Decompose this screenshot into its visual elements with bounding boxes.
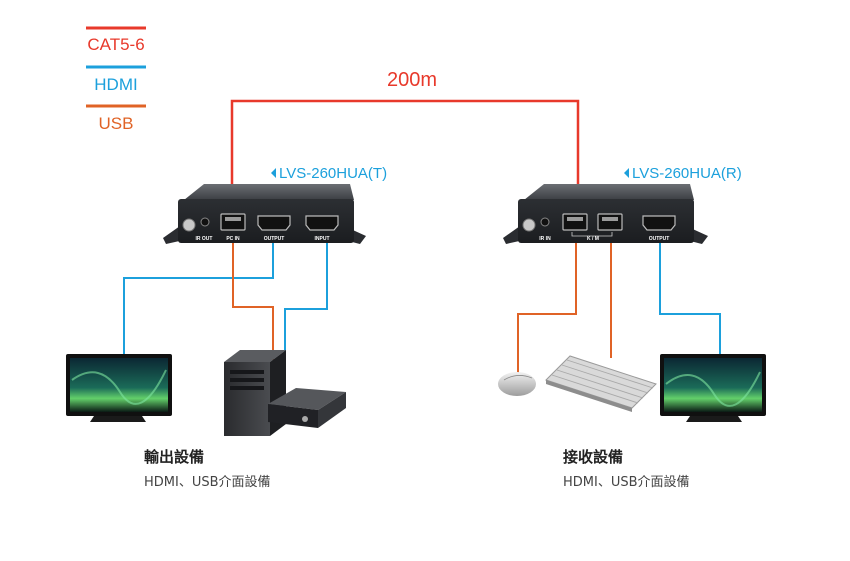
legend: CAT5-6 HDMI USB bbox=[86, 26, 146, 133]
transmitter-pointer-icon bbox=[271, 168, 276, 178]
distance-label: 200m bbox=[387, 69, 437, 91]
pc-tower-icon bbox=[224, 350, 286, 436]
receiver-pointer-icon bbox=[624, 168, 629, 178]
receiver-model-label: LVS-260HUA(R) bbox=[632, 165, 742, 182]
receiver-port-label-ir: IR IN bbox=[539, 236, 551, 242]
receiver-port-label-output: OUTPUT bbox=[649, 236, 670, 242]
tx-output-hdmi-cable bbox=[123, 238, 274, 357]
rx-group-title: 接收設備 bbox=[563, 448, 623, 466]
transmitter-ir-port-icon bbox=[200, 217, 210, 227]
tx-monitor-icon bbox=[66, 354, 172, 422]
tx-input-hdmi-cable bbox=[284, 238, 328, 384]
tx-group-subtitle: HDMI、USB介面設備 bbox=[144, 474, 271, 490]
receiver-port-label-km: K / M bbox=[587, 236, 599, 242]
transmitter-port-label-pc: PC IN bbox=[226, 236, 240, 242]
receiver-km-bracket bbox=[571, 232, 613, 237]
legend-hdmi-label: HDMI bbox=[94, 75, 137, 94]
receiver-usb-port-1-icon bbox=[562, 213, 588, 231]
cat-cable bbox=[230, 99, 580, 190]
transmitter-port-label-output: OUTPUT bbox=[264, 236, 285, 242]
legend-cat-label: CAT5-6 bbox=[87, 35, 144, 54]
receiver-ir-port-icon bbox=[540, 217, 550, 227]
transmitter-model-label: LVS-260HUA(T) bbox=[279, 165, 387, 182]
transmitter-device: LVS-260HUA(T) IR OUT PC IN OUTPUT INPUT bbox=[163, 165, 387, 244]
rx-mouse-usb-cable bbox=[517, 240, 577, 373]
receiver-device: LVS-260HUA(R) IR IN K / M OUTPUT bbox=[503, 165, 742, 244]
transmitter-usb-port-icon bbox=[220, 213, 246, 231]
rx-group-subtitle: HDMI、USB介面設備 bbox=[563, 474, 690, 490]
receiver-top bbox=[524, 184, 694, 200]
mouse-icon bbox=[498, 372, 536, 396]
transmitter-port-label-ir: IR OUT bbox=[196, 236, 213, 242]
receiver-usb-port-2-icon bbox=[597, 213, 623, 231]
legend-usb-label: USB bbox=[99, 114, 134, 133]
transmitter-hdmi-input-icon bbox=[305, 215, 339, 231]
hdmi-source-box-icon bbox=[268, 388, 346, 428]
rx-output-hdmi-cable bbox=[659, 240, 721, 355]
transmitter-port-label-input: INPUT bbox=[315, 236, 330, 242]
receiver-knob-icon bbox=[522, 218, 536, 232]
tx-group-title: 輸出設備 bbox=[144, 448, 204, 466]
transmitter-top bbox=[184, 184, 354, 200]
receiver-hdmi-output-icon bbox=[642, 215, 676, 231]
transmitter-knob-icon bbox=[182, 218, 196, 232]
keyboard-icon bbox=[545, 355, 657, 412]
transmitter-hdmi-output-icon bbox=[257, 215, 291, 231]
rx-monitor-icon bbox=[660, 354, 766, 422]
tx-usb-cable bbox=[232, 238, 274, 360]
